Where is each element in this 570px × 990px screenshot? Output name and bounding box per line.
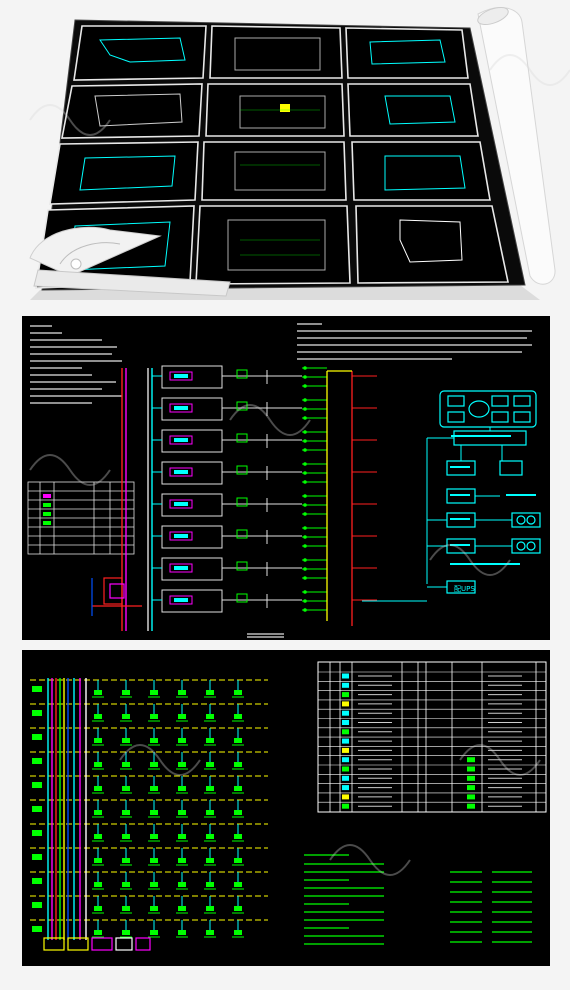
distribution-row [152,493,377,517]
protractor-icon [29,226,231,297]
riser-floor [30,847,268,866]
distribution-schematic-sheet: 配UPS [22,316,550,640]
riser-floor [30,751,268,770]
distribution-row [152,525,377,549]
distribution-row [152,461,377,485]
riser-floor [30,775,268,794]
notes-block-bottom [304,854,532,945]
distribution-row [152,429,377,453]
risers [47,678,87,940]
bottom-equipment [43,937,151,951]
main-switchgear [91,577,142,616]
distribution-row [152,397,377,421]
riser-floor [30,727,268,746]
distribution-row [152,557,377,581]
legend-table [27,481,135,555]
thumbnail-drawings [69,37,466,271]
riser-diagram-sheet [22,650,550,966]
notes-block-right [297,323,532,360]
riser-floor [30,823,268,842]
riser-floor [30,703,268,722]
riser-floor [30,799,268,818]
riser-floor [30,919,268,938]
main-feeder [121,368,153,631]
equipment-connectors [362,427,512,602]
ups-label: 配UPS [454,585,475,593]
riser-floor [30,895,268,914]
drawing-gallery [29,6,556,300]
equipment-blocks [439,390,541,594]
riser-floors [30,679,268,938]
distribution-row [152,589,377,613]
notes-block-left [30,325,122,404]
riser-floor [30,871,268,890]
distribution-row [152,365,377,389]
symbol-table-grid [318,662,546,812]
distribution-rows [152,365,377,613]
riser-floor [30,679,268,698]
rolled-paper-icon [477,6,556,285]
